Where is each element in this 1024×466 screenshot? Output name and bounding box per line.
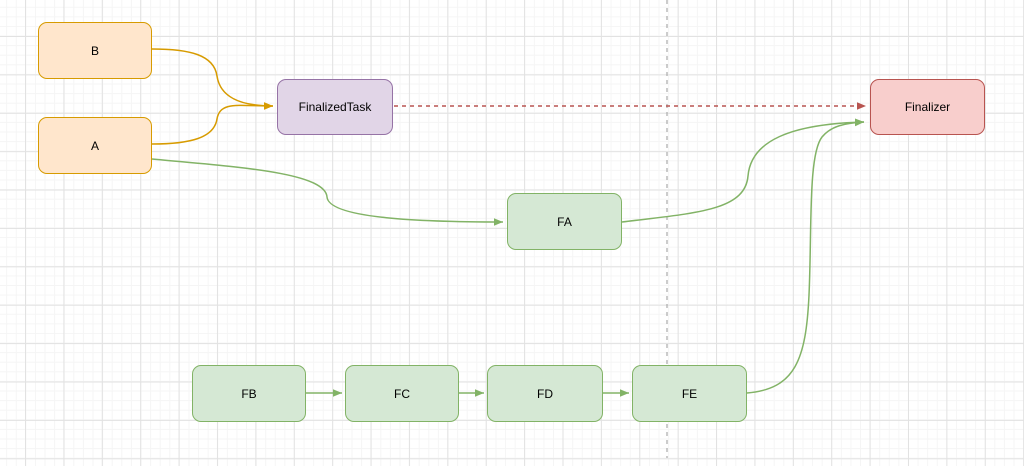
node-b[interactable]: B — [38, 22, 152, 79]
node-label: B — [90, 43, 99, 58]
node-fe[interactable]: FE — [632, 365, 747, 422]
node-a[interactable]: A — [38, 117, 152, 174]
node-finalizedtask[interactable]: FinalizedTask — [277, 79, 393, 135]
node-label: FB — [241, 386, 257, 401]
node-label: FC — [394, 386, 410, 401]
node-label: Finalizer — [904, 100, 951, 114]
node-label: FD — [537, 386, 553, 401]
edge-fe-finalizer[interactable] — [746, 118, 865, 394]
node-label: FinalizedTask — [298, 100, 372, 114]
node-fb[interactable]: FB — [192, 365, 306, 422]
node-finalizer[interactable]: Finalizer — [870, 79, 985, 135]
node-label: A — [90, 138, 99, 153]
edge-a-fa[interactable] — [151, 158, 504, 226]
node-fa[interactable]: FA — [507, 193, 622, 250]
edge-fa-finalizer[interactable] — [621, 118, 865, 223]
node-label: FA — [557, 214, 572, 229]
node-fd[interactable]: FD — [487, 365, 603, 422]
node-fc[interactable]: FC — [345, 365, 459, 422]
edge-b-finalizedtask[interactable] — [151, 48, 274, 110]
node-label: FE — [681, 386, 698, 401]
edge-a-finalizedtask[interactable] — [151, 102, 274, 145]
